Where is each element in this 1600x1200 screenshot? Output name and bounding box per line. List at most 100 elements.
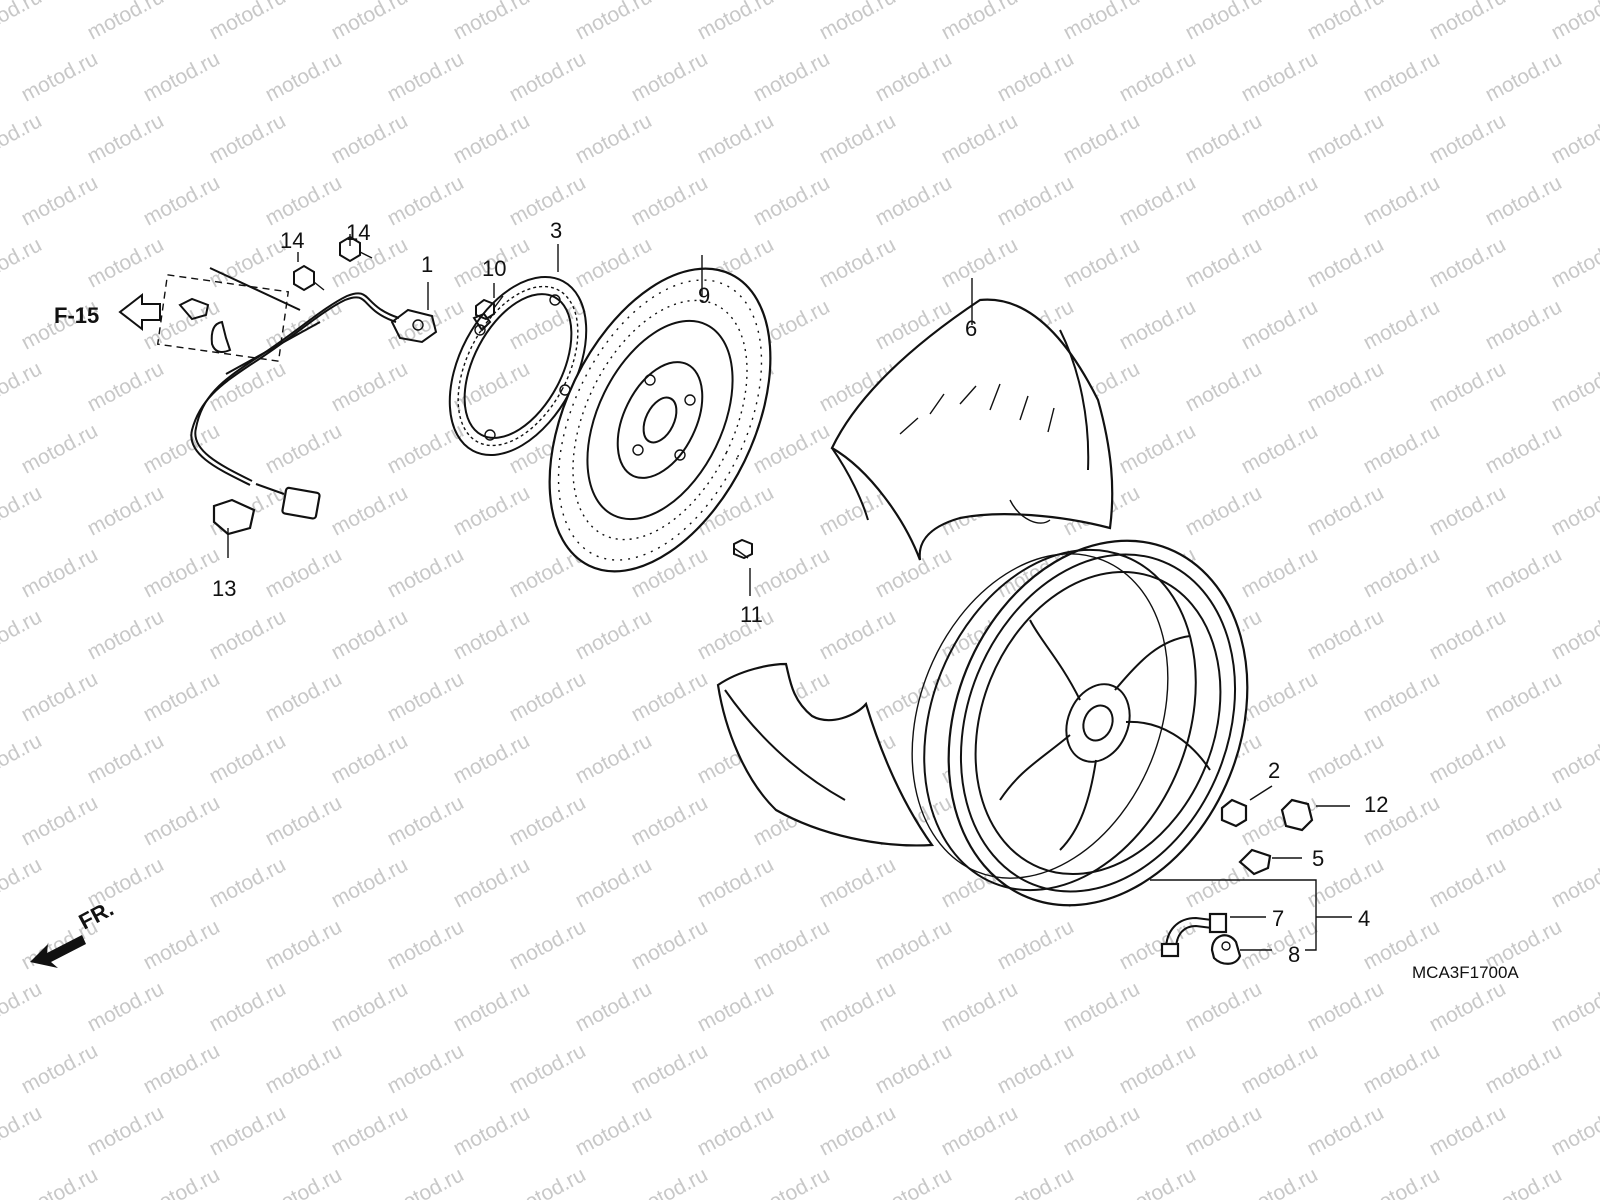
watermark-text: motod.ru (1482, 419, 1566, 478)
watermark-text: motod.ru (140, 791, 224, 850)
watermark-text: motod.ru (450, 1101, 534, 1160)
watermark-text: motod.ru (1360, 1163, 1444, 1200)
watermark-text: motod.ru (1482, 543, 1566, 602)
watermark-text: motod.ru (262, 419, 346, 478)
callout-5: 5 (1312, 846, 1324, 871)
bolt-11 (733, 538, 753, 596)
watermark-text: motod.ru (694, 853, 778, 912)
watermark-text: motod.ru (84, 109, 168, 168)
watermark-text: motod.ru (994, 1039, 1078, 1098)
watermark-text: motod.ru (938, 1101, 1022, 1160)
tire-lower-section (716, 662, 935, 847)
reference-arrow: F-15 (54, 292, 161, 332)
watermark-text: motod.ru (572, 109, 656, 168)
watermark-text: motod.ru (1116, 419, 1200, 478)
watermark-text: motod.ru (1304, 357, 1388, 416)
watermark-text: motod.ru (694, 109, 778, 168)
watermark-text: motod.ru (750, 915, 834, 974)
watermark-text: motod.ru (1360, 47, 1444, 106)
bolt-10 (475, 283, 504, 321)
watermark-text: motod.ru (1238, 47, 1322, 106)
watermark-text: motod.ru (938, 233, 1022, 292)
watermark-text: motod.ru (384, 791, 468, 850)
watermark-text: motod.ru (0, 977, 46, 1036)
leader-lines (297, 234, 1352, 951)
watermark-text: motod.ru (506, 667, 590, 726)
rear-wheel (911, 539, 1249, 907)
watermark-text: motod.ru (750, 1039, 834, 1098)
watermark-text: motod.ru (1360, 171, 1444, 230)
watermark-text: motod.ru (84, 233, 168, 292)
watermark-text: motod.ru (1482, 47, 1566, 106)
watermark-text: motod.ru (450, 977, 534, 1036)
watermark-text: motod.ru (1548, 0, 1600, 44)
watermark-text: motod.ru (0, 233, 46, 292)
watermark-text: motod.ru (384, 1039, 468, 1098)
watermark-text: motod.ru (1482, 1163, 1566, 1200)
watermark-text: motod.ru (1116, 1039, 1200, 1098)
watermark-text: motod.ru (206, 853, 290, 912)
watermark-text: motod.ru (1182, 233, 1266, 292)
watermark-text: motod.ru (84, 977, 168, 1036)
rear-tire (830, 278, 1114, 561)
watermark-text: motod.ru (140, 543, 224, 602)
watermark-text: motod.ru (628, 171, 712, 230)
watermark-text: motod.ru (384, 1163, 468, 1200)
watermark-text: motod.ru (1482, 1039, 1566, 1098)
watermark-text: motod.ru (450, 0, 534, 44)
watermark-text: motod.ru (18, 1163, 102, 1200)
callout-14-left: 14 (280, 228, 304, 253)
watermark-text: motod.ru (0, 605, 46, 664)
watermark-text: motod.ru (1548, 977, 1600, 1036)
watermark-text: motod.ru (1426, 0, 1510, 44)
watermark-text: motod.ru (994, 171, 1078, 230)
watermark-text: motod.ru (872, 1039, 956, 1098)
callout-1: 1 (421, 252, 433, 277)
watermark-text: motod.ru (328, 1101, 412, 1160)
watermark-text: motod.ru (750, 47, 834, 106)
watermark-text: motod.ru (140, 419, 224, 478)
watermark-text: motod.ru (1482, 791, 1566, 850)
watermark-text: motod.ru (572, 0, 656, 44)
watermark-text: motod.ru (1116, 171, 1200, 230)
watermark-text: motod.ru (18, 47, 102, 106)
watermark-text: motod.ru (1304, 977, 1388, 1036)
watermark-text: motod.ru (140, 171, 224, 230)
watermark-text: motod.ru (18, 1039, 102, 1098)
watermark-text: motod.ru (506, 791, 590, 850)
watermark-text: motod.ru (572, 1101, 656, 1160)
watermark-text: motod.ru (1060, 233, 1144, 292)
speed-sensor-assembly (156, 235, 438, 558)
watermark-text: motod.ru (206, 605, 290, 664)
watermark-text: motod.ru (1548, 729, 1600, 788)
watermark-text: motod.ru (1426, 109, 1510, 168)
watermark-text: motod.ru (206, 1101, 290, 1160)
callout-3: 3 (550, 218, 562, 243)
watermark-text: motod.ru (628, 791, 712, 850)
watermark-text: motod.ru (262, 171, 346, 230)
watermark-text: motod.ru (1238, 171, 1322, 230)
watermark-text: motod.ru (1238, 419, 1322, 478)
watermark-text: motod.ru (262, 1039, 346, 1098)
watermark-text: motod.ru (694, 0, 778, 44)
watermark-text: motod.ru (84, 729, 168, 788)
callout-13: 13 (212, 576, 236, 601)
watermark-text: motod.ru (872, 543, 956, 602)
watermark-text: motod.ru (206, 233, 290, 292)
watermark-text: motod.ru (1238, 543, 1322, 602)
watermark-text: motod.ru (1360, 667, 1444, 726)
watermark-text: motod.ru (1182, 977, 1266, 1036)
watermark-text: motod.ru (0, 0, 46, 44)
watermark-text: motod.ru (816, 0, 900, 44)
watermark-text: motod.ru (816, 109, 900, 168)
watermark-text: motod.ru (628, 915, 712, 974)
watermark-text: motod.ru (1116, 47, 1200, 106)
callout-8: 8 (1288, 942, 1300, 967)
watermark-text: motod.ru (1116, 915, 1200, 974)
watermark-text: motod.ru (750, 543, 834, 602)
watermark-text: motod.ru (572, 233, 656, 292)
watermark-text: motod.ru (694, 977, 778, 1036)
watermark-text: motod.ru (994, 47, 1078, 106)
watermark-text: motod.ru (450, 481, 534, 540)
